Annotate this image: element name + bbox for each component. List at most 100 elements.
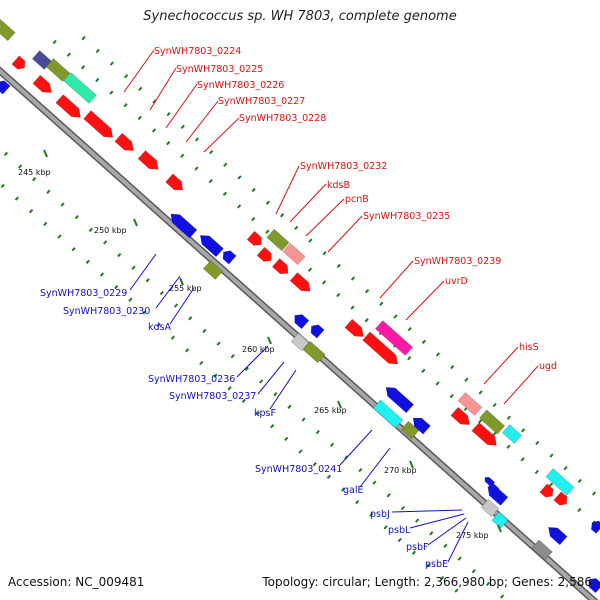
gene-olive-ugd[interactable] — [478, 409, 506, 435]
gene-blue-edge-right[interactable] — [589, 519, 600, 534]
gc-tick-mark-2 — [216, 341, 221, 346]
gene-label-psbF[interactable]: psbF — [406, 542, 428, 553]
gc-tick-mark-2 — [60, 202, 65, 207]
gene-label-psbJ[interactable]: psbJ — [370, 509, 390, 520]
gene-red-hisS[interactable] — [450, 406, 473, 429]
gene-cyan-psb[interactable] — [491, 511, 509, 529]
gc-tick-mark-0 — [237, 175, 242, 180]
gene-label-ugd[interactable]: ugd — [539, 361, 557, 372]
gene-pink-pcnB[interactable] — [282, 242, 306, 266]
gene-blue-b[interactable] — [197, 231, 224, 258]
gene-red-b[interactable] — [83, 110, 117, 142]
gene-red-0235[interactable] — [289, 272, 314, 296]
gene-blue-c[interactable] — [220, 248, 237, 265]
gene-label-pcnB[interactable]: pcnB — [345, 194, 369, 205]
gc-tick-mark-3 — [270, 424, 275, 429]
gene-blue-0241[interactable] — [410, 414, 431, 435]
gc-tick-mark-1 — [52, 39, 57, 45]
gene-blue-corner[interactable] — [585, 575, 600, 594]
gene-label-SynWH7803_0239[interactable]: SynWH7803_0239 — [414, 256, 501, 267]
gene-gray-psb[interactable] — [480, 498, 500, 518]
gc-tick-mark-1 — [123, 103, 128, 108]
gene-label-kpsF[interactable]: kpsF — [254, 408, 276, 419]
gene-blue-a[interactable] — [167, 210, 198, 239]
gene-red-small-b[interactable] — [32, 74, 55, 97]
gene-blue-0236a[interactable] — [291, 311, 310, 330]
gene-red-0232b[interactable] — [256, 246, 275, 265]
gene-label-SynWH7803_0228[interactable]: SynWH7803_0228 — [239, 113, 326, 124]
gc-tick-mark-3 — [426, 563, 431, 568]
gene-red-a[interactable] — [55, 94, 84, 122]
gene-label-SynWH7803_0241[interactable]: SynWH7803_0241 — [255, 464, 342, 475]
gene-olive-galE[interactable] — [400, 420, 420, 440]
gc-tick-mark-0 — [478, 390, 483, 395]
gene-teal[interactable] — [63, 72, 97, 104]
gene-label-kdsA[interactable]: kdsA — [148, 322, 171, 333]
gene-label-SynWH7803_0227[interactable]: SynWH7803_0227 — [218, 96, 305, 107]
gene-red-0238[interactable] — [344, 318, 367, 341]
gene-label-psbE[interactable]: psbE — [425, 559, 448, 570]
leader-line-0 — [123, 49, 155, 93]
gene-blue-psb-small-1[interactable] — [487, 481, 499, 493]
gene-blue-0240[interactable] — [382, 383, 415, 414]
kbp-tick-265 — [337, 400, 342, 409]
gc-tick-mark-3 — [43, 221, 48, 227]
gene-olive-kdsA[interactable] — [202, 260, 224, 280]
kbp-tick-255 — [179, 277, 184, 286]
gene-label-galE[interactable]: galE — [343, 485, 364, 496]
gene-olive-kdsB[interactable] — [266, 228, 290, 252]
gene-olive-kpsF[interactable] — [302, 340, 326, 364]
gene-label-SynWH7803_0224[interactable]: SynWH7803_0224 — [154, 46, 241, 57]
leader-line-22 — [409, 513, 465, 529]
gc-tick-mark-3 — [114, 284, 119, 290]
gene-cyan-ugd[interactable] — [501, 424, 523, 444]
gene-red-right-b[interactable] — [553, 491, 570, 508]
gc-tick-mark-1 — [166, 141, 171, 146]
gene-blue-0236b[interactable] — [308, 322, 325, 339]
kbp-tick-275 — [497, 524, 502, 533]
gc-tick-mark-1 — [322, 280, 327, 285]
gene-red-e[interactable] — [165, 173, 187, 194]
gene-gray-right[interactable] — [531, 539, 553, 561]
gene-olive-top[interactable] — [45, 58, 71, 82]
gc-tick-mark-2 — [273, 392, 278, 397]
gc-tick-mark-1 — [81, 65, 86, 70]
gc-tick-mark-0 — [265, 200, 270, 205]
gene-red-small-a[interactable] — [11, 55, 28, 72]
gene-label-SynWH7803_0230[interactable]: SynWH7803_0230 — [63, 306, 150, 317]
gene-label-SynWH7803_0232[interactable]: SynWH7803_0232 — [300, 161, 387, 172]
gene-label-SynWH7803_0229[interactable]: SynWH7803_0229 — [40, 288, 127, 299]
gene-label-hisS[interactable]: hisS — [519, 342, 539, 353]
gene-cyan-right[interactable] — [545, 468, 575, 496]
gene-navy[interactable] — [31, 50, 53, 70]
gene-red-0232a[interactable] — [246, 230, 265, 249]
gc-tick-mark-0 — [209, 149, 214, 155]
gc-tick-mark-1 — [180, 153, 185, 158]
gc-tick-mark-1 — [208, 178, 213, 184]
gene-blue-right[interactable] — [545, 523, 568, 546]
gene-label-SynWH7803_0237[interactable]: SynWH7803_0237 — [169, 391, 256, 402]
gene-red-d[interactable] — [137, 150, 162, 174]
gene-red-c[interactable] — [114, 132, 137, 155]
gene-red-right-a[interactable] — [539, 483, 556, 500]
gene-gray-0237[interactable] — [290, 332, 310, 352]
gene-label-SynWH7803_0226[interactable]: SynWH7803_0226 — [197, 80, 284, 91]
gene-label-uvrD[interactable]: uvrD — [445, 276, 468, 287]
gene-label-SynWH7803_0235[interactable]: SynWH7803_0235 — [363, 211, 450, 222]
leader-line-15 — [169, 287, 195, 325]
gene-label-SynWH7803_0236[interactable]: SynWH7803_0236 — [148, 374, 235, 385]
gene-magenta-uvrD[interactable] — [374, 320, 414, 356]
gene-label-SynWH7803_0225[interactable]: SynWH7803_0225 — [176, 64, 263, 75]
gc-tick-mark-3 — [255, 411, 261, 416]
gene-labels-forward: SynWH7803_0224 SynWH7803_0225 SynWH7803_… — [154, 46, 557, 372]
gene-pink-hisS[interactable] — [457, 392, 483, 416]
gene-label-psbL[interactable]: psbL — [388, 525, 411, 536]
gene-red-0233[interactable] — [271, 258, 291, 278]
gene-left-olive[interactable] — [0, 18, 16, 42]
gene-red-uvrD[interactable] — [362, 331, 402, 368]
gc-tick-mark-0 — [450, 364, 455, 370]
gene-red-ugd[interactable] — [471, 422, 500, 450]
gene-blue-edge[interactable] — [0, 78, 11, 95]
gene-cyan-0241[interactable] — [372, 399, 404, 429]
gene-label-kdsB[interactable]: kdsB — [327, 180, 350, 191]
